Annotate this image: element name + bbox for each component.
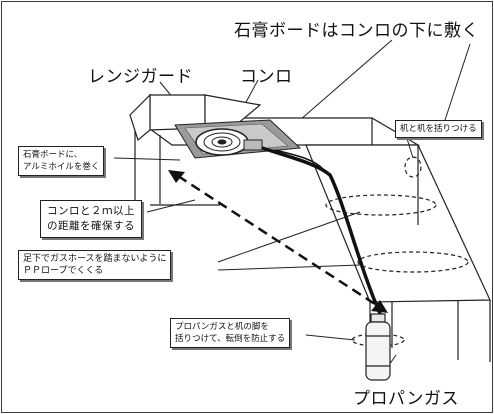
distance-leader-line [146,199,196,213]
gypsum-board-label: 石膏ボードはコンロの下に敷く [234,21,479,41]
foil-leader-line [113,157,181,161]
hose-leader-line-1 [217,211,361,263]
propane-tank [365,313,391,381]
hose-leader-line-2 [217,264,361,271]
tie-tank-callout: プロパンガスと机の脚を 括りつけて、転倒を防止する [170,318,291,348]
side-desk [305,144,491,362]
distance-callout: コンロと２ｍ以上 の距離を確保する [40,200,142,238]
tank-tie-rope [351,333,405,347]
tie-desks-callout: 机と机を括りつける [395,120,482,138]
board-leader-line [299,39,393,121]
board-leader-line-2 [444,43,471,121]
range-guard [129,93,262,142]
stove-label: コンロ [240,67,293,87]
foil-callout: 石膏ボードに、 アルミホイルを巻く [18,146,105,176]
range-guard-label: レンジガード [88,67,193,87]
propane-gas-label: プロパンガス [353,389,459,409]
tank-leader-line [305,334,356,341]
gas-hose [261,146,384,319]
hose-fitting [274,149,325,171]
stove-burner [195,128,263,156]
hose-rope-2 [357,251,469,273]
hose-rope-callout: 足下でガスホースを踏まないように ＰＰロープでくくる [18,250,172,280]
hose-rope-1 [325,194,437,216]
